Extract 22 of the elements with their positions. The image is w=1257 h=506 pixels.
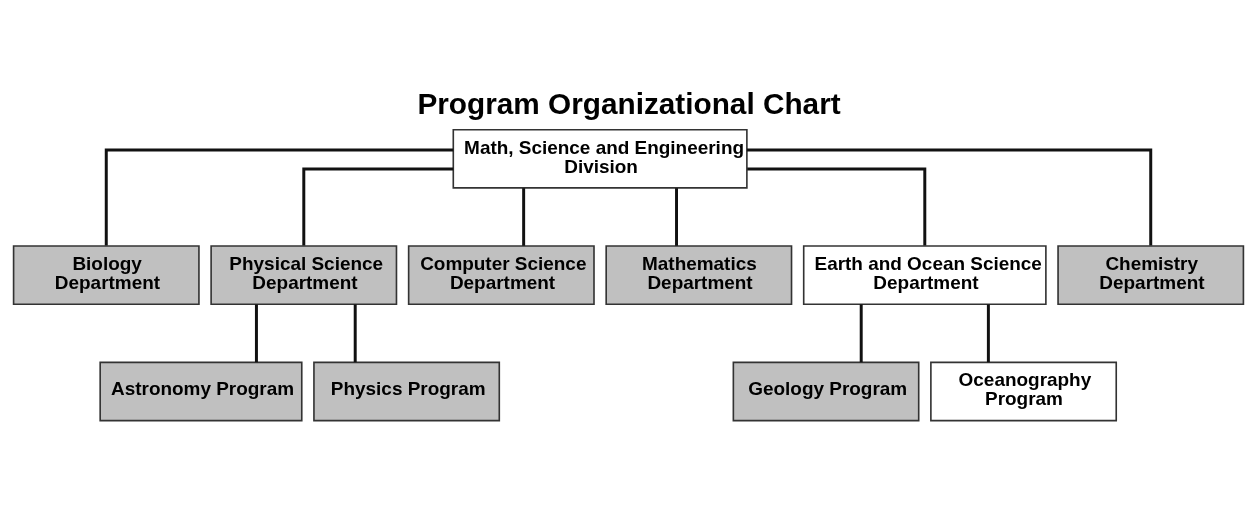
connector [254,304,258,362]
node-box: Math, Science and Engineering Division [452,128,748,189]
connector [986,304,990,362]
node-box: Oceanography Program [930,361,1118,421]
node-box: Astronomy Program [99,361,303,421]
node-box: Biology Department [12,244,200,305]
connector [747,166,927,246]
connector [302,166,454,246]
node-box: Physics Program [313,361,501,421]
connector [675,187,678,246]
connector [104,148,454,245]
node-box: Computer Science Department [407,244,595,305]
connector [522,187,526,246]
connector [859,304,863,362]
node-box: Mathematics Department [605,244,793,305]
diagram-title: Program Organizational Chart [417,86,841,120]
node-box: Earth and Ocean Science Department [802,244,1047,305]
connector [746,148,1153,245]
node-box: Geology Program [732,361,920,421]
connector [353,304,357,362]
node-box: Physical Science Department [210,244,398,305]
node-box: Chemistry Department [1057,244,1245,305]
